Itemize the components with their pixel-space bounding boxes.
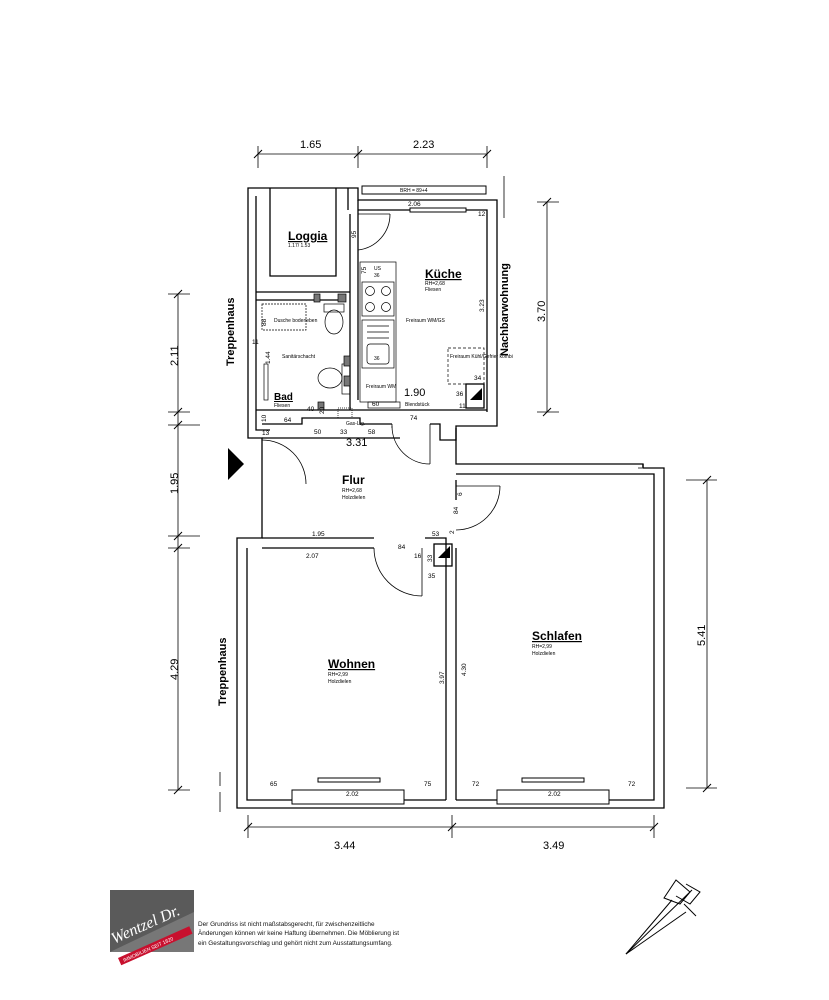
dim-33: 33: [340, 429, 348, 436]
dim-left-middle: 1.95: [169, 473, 181, 494]
label-freiraum-wm2: Freiraum WM: [366, 384, 396, 390]
room-kueche-rh: RH=2,68: [425, 281, 445, 287]
dim-bottom-left: 3.44: [334, 840, 355, 852]
dim-flur-width: 1.95: [312, 531, 325, 538]
label-treppenhaus-top: Treppenhaus: [225, 298, 237, 366]
dim-36: 36: [456, 391, 464, 398]
shaft-fill: [438, 388, 482, 558]
dim-6: 6: [457, 492, 464, 496]
dim-20: 20: [319, 406, 326, 414]
room-bad-floor: Fliesen: [274, 403, 290, 409]
dim-10: 10: [261, 414, 268, 422]
label-us: US: [374, 266, 382, 272]
room-loggia-sub: 1.17/ 1.53: [288, 243, 310, 249]
dim-35: 35: [428, 573, 436, 580]
disclaimer-line-1: Der Grundriss ist nicht maßstabsgerecht,…: [198, 921, 375, 928]
label-treppenhaus-bottom: Treppenhaus: [217, 638, 229, 706]
disclaimer: Der Grundriss ist nicht maßstabsgerecht,…: [198, 920, 448, 948]
windows: [291, 185, 610, 805]
label-freiraum-wm: Freiraum WM/GS: [406, 318, 446, 324]
dim-34: 34: [474, 375, 482, 382]
room-loggia-name: Loggia: [288, 229, 328, 243]
label-us-val: 36: [374, 273, 380, 279]
dim-kitchen-height: 3.23: [479, 299, 486, 312]
room-flur-name: Flur: [342, 473, 365, 487]
room-wohnen-rh: RH=2,99: [328, 672, 348, 678]
dim-window-schlafen: 2.02: [548, 791, 561, 798]
dim-2: 2: [449, 530, 456, 534]
room-kueche-name: Küche: [425, 267, 462, 281]
dim-75: 75: [361, 266, 368, 274]
label-nachbarwohnung: Nachbarwohnung: [499, 263, 511, 356]
room-schlafen-rh: RH=2,99: [532, 644, 552, 650]
dim-right-upper: 3.70: [536, 301, 548, 322]
room-wohnen-name: Wohnen: [328, 657, 375, 671]
label-cabinet-val: 36: [374, 356, 380, 362]
dim-84a: 84: [453, 506, 460, 514]
room-schlafen-floor: Holzdielen: [532, 651, 556, 657]
room-kueche-floor: Fliesen: [425, 287, 441, 293]
dim-75b: 75: [424, 781, 432, 788]
dim-11: 11: [252, 339, 259, 346]
doors: [261, 213, 501, 597]
room-wohnen-floor: Holzdielen: [328, 679, 352, 685]
label-dusche: Dusche bodeneben: [274, 318, 318, 324]
dim-64: 64: [284, 417, 292, 424]
dim-53: 53: [432, 531, 440, 538]
dimension-ticks: [173, 149, 712, 832]
dim-72b: 72: [628, 781, 636, 788]
disclaimer-line-2: Änderungen können wir keine Haftung über…: [198, 930, 400, 938]
dim-144: 1.44: [265, 351, 272, 364]
dim-kitchen-window: 2.06: [408, 201, 421, 208]
room-flur-rh: RH=2,68: [342, 488, 362, 494]
dim-schlafen-height: 4.30: [461, 663, 468, 676]
room-bad-name: Bad: [274, 392, 293, 403]
dim-65: 65: [270, 781, 278, 788]
dim-left-lower: 4.29: [169, 659, 181, 680]
wall-breaks: [219, 176, 660, 812]
label-gas: Gas-Ltg.: [346, 421, 365, 427]
label-freiraum-kuehl: Freiraum Kühl/Gefrier kombi: [450, 354, 513, 360]
dim-11b: 11: [459, 403, 466, 410]
dim-84b: 84: [398, 544, 406, 551]
dim-40: 40: [307, 406, 315, 413]
room-flur-floor: Holzdielen: [342, 495, 366, 501]
dim-wohnen-height: 3.97: [439, 671, 446, 684]
dim-58: 58: [368, 429, 376, 436]
logo-banner: [118, 926, 193, 966]
dim-wohnen-top: 2.07: [306, 553, 319, 560]
dim-bottom-right: 3.49: [543, 840, 564, 852]
dim-60: 60: [372, 401, 380, 408]
dim-left-upper: 2.11: [169, 345, 181, 366]
room-schlafen-name: Schlafen: [532, 629, 582, 643]
dim-right-lower: 5.41: [696, 625, 708, 646]
dim-window-wohnen: 2.02: [346, 791, 359, 798]
walls: [236, 187, 665, 809]
dim-kitchen-width: 1.90: [404, 387, 425, 399]
dimension-lines: [168, 146, 717, 838]
dim-bath-width: 3.31: [346, 437, 367, 449]
dim-13: 13: [262, 430, 270, 437]
dim-12: 12: [478, 211, 486, 218]
label-blende: Blendstück: [405, 402, 430, 408]
dim-72a: 72: [472, 781, 480, 788]
entrance-arrow-icon: [228, 448, 244, 480]
plan-text: 1.65 2.23 BRH = 89+4 2.06 12 2.11 1.95 4…: [169, 139, 708, 852]
north-arrow-icon: [625, 879, 701, 955]
dim-50: 50: [314, 429, 322, 436]
disclaimer-line-3: ein Gestaltungsvorschlag und gehört nich…: [198, 939, 393, 947]
dim-top-right: 2.23: [413, 139, 434, 151]
dim-74: 74: [410, 415, 418, 422]
dim-88: 88: [261, 318, 268, 326]
company-logo: Wentzel Dr. IMMOBILIEN SEIT 1820: [109, 890, 194, 966]
dim-16: 16: [414, 553, 422, 560]
dim-95: 95: [351, 230, 358, 238]
fixtures: [261, 261, 485, 419]
dim-top-left: 1.65: [300, 139, 321, 151]
dim-brh: BRH = 89+4: [400, 188, 428, 194]
label-sanitaer: Sanitärschacht: [282, 354, 316, 360]
dim-33b: 33: [427, 554, 434, 562]
